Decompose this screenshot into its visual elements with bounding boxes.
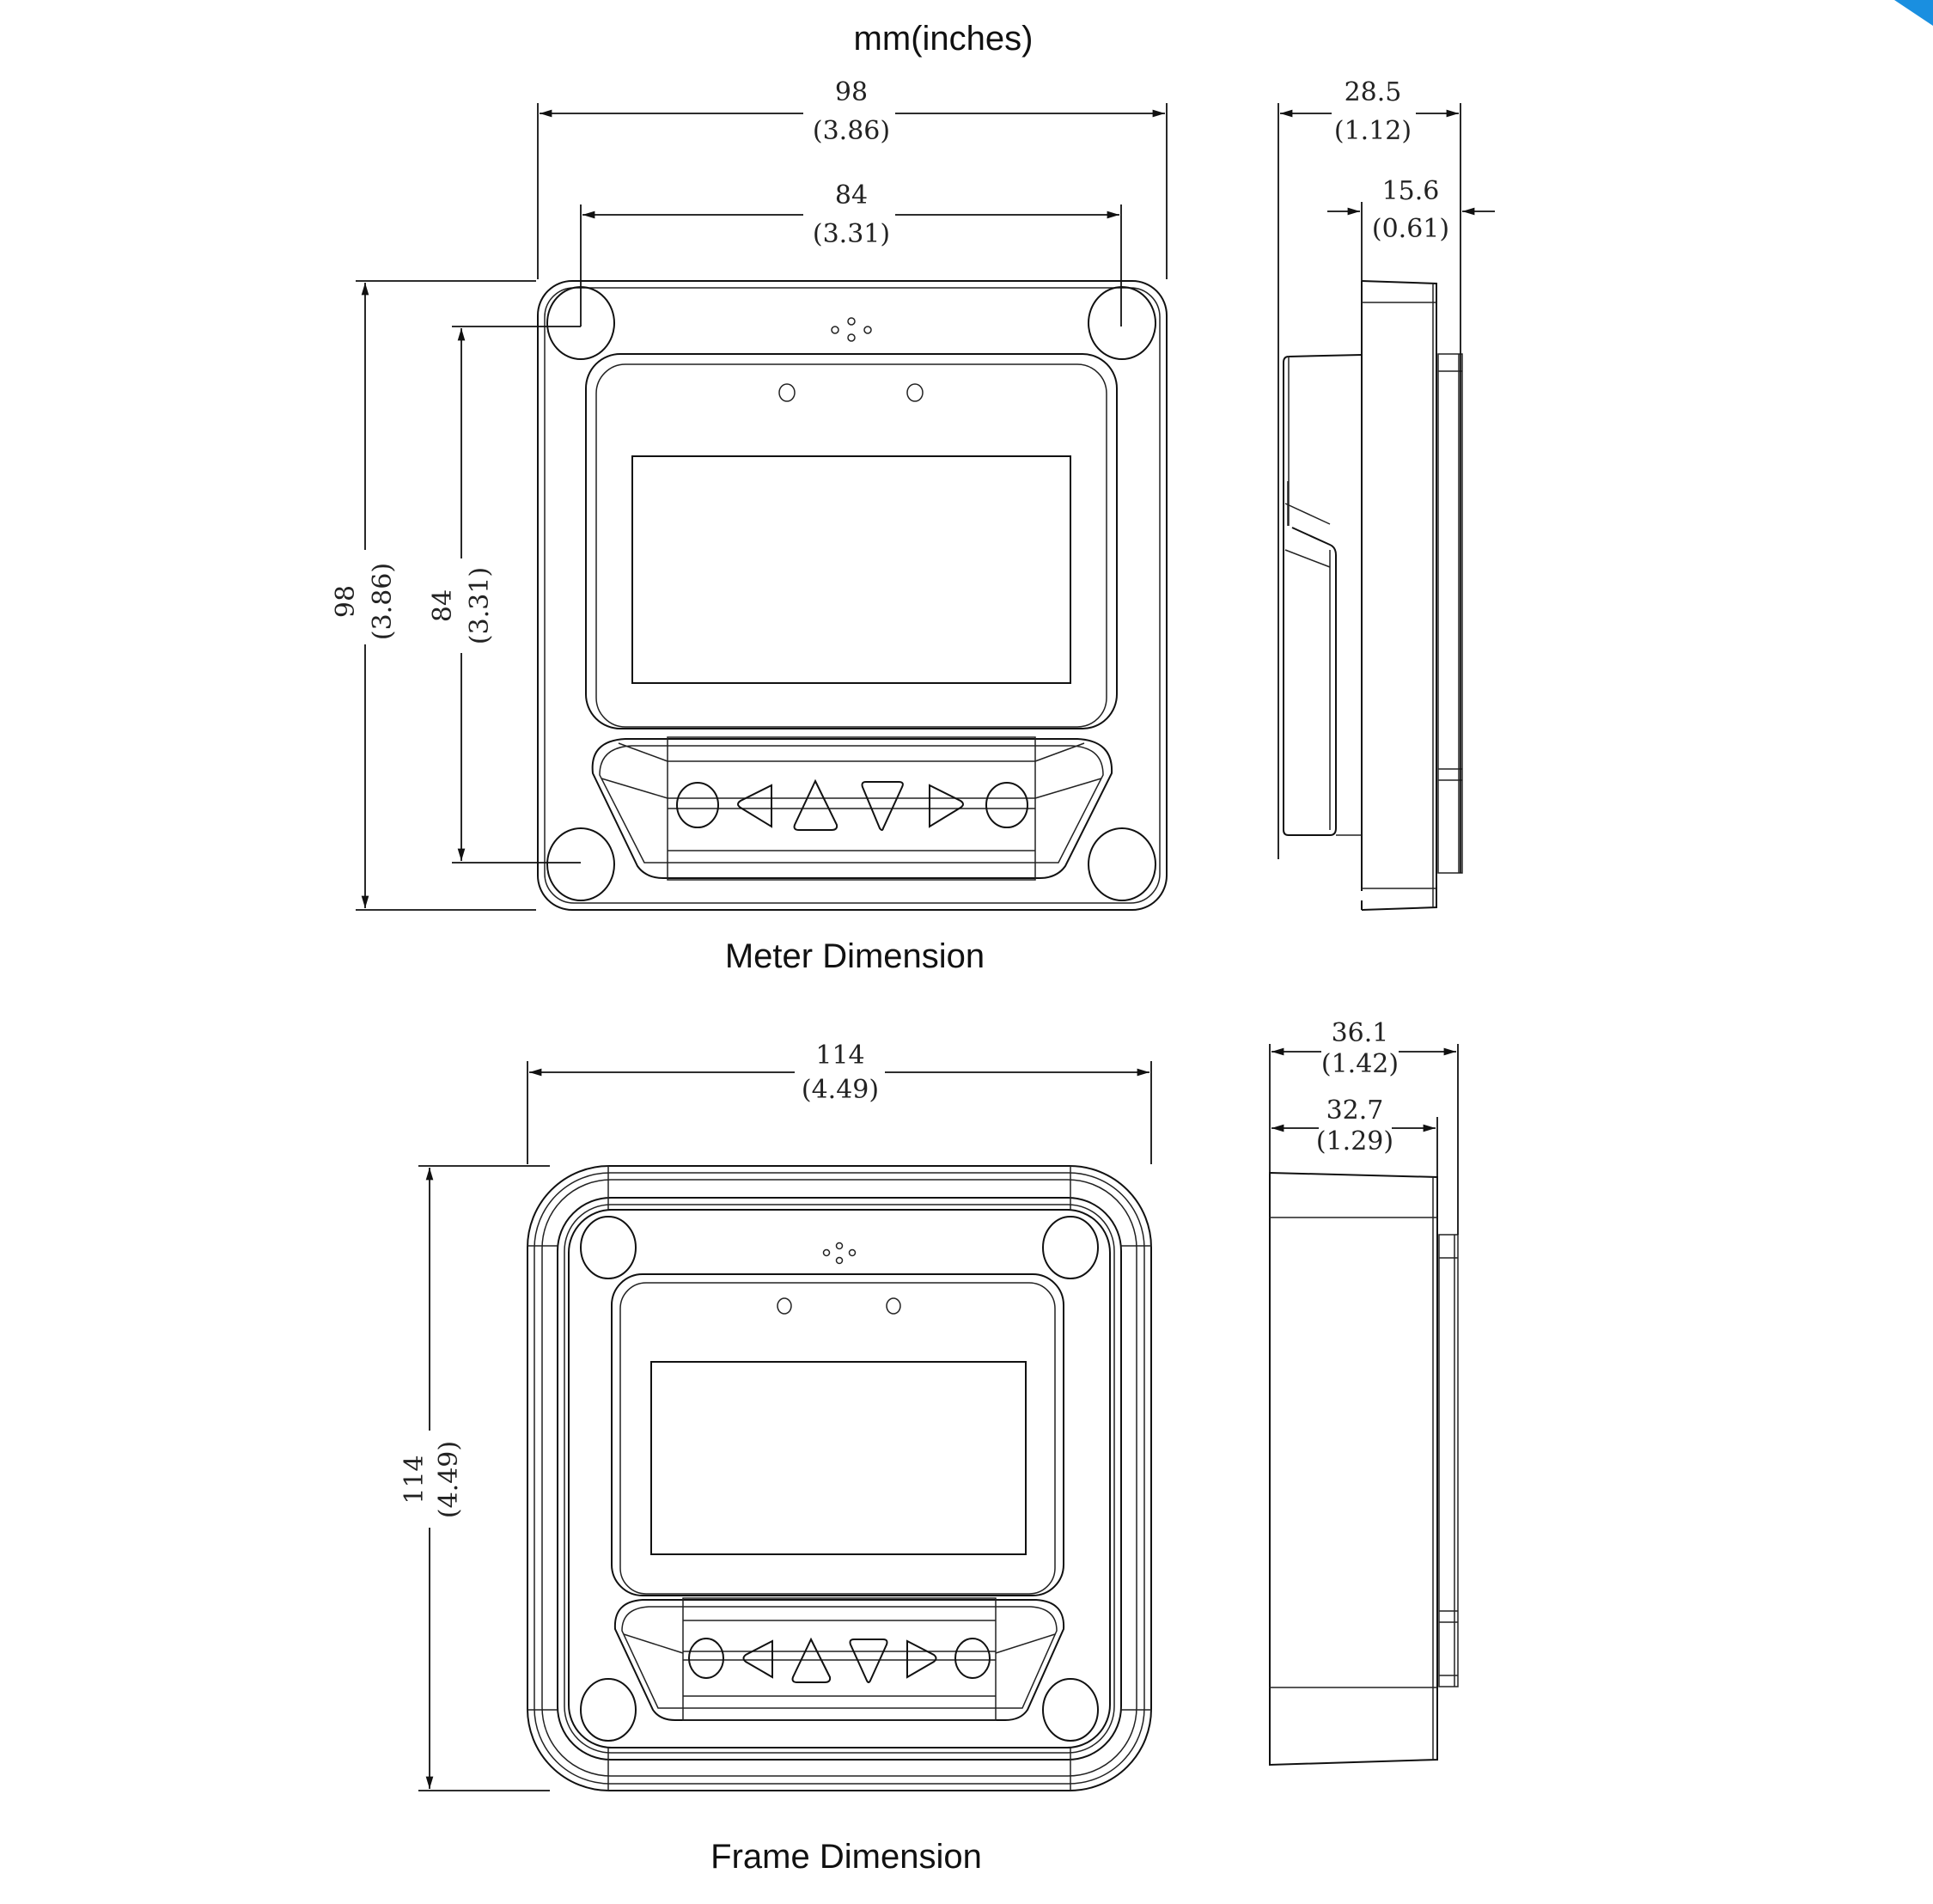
svg-text:(1.12): (1.12)	[1334, 116, 1412, 146]
svg-text:28.5: 28.5	[1345, 77, 1402, 107]
escape-button-icon	[688, 1638, 724, 1679]
down-arrow-button-icon	[849, 1639, 888, 1683]
frame-width-dimension: 114 (4.49)	[527, 1040, 1152, 1164]
svg-text:(1.42): (1.42)	[1321, 1049, 1399, 1079]
meter-rear-depth-dimension: 15.6 (0.61)	[1327, 176, 1495, 281]
led-indicator-icon	[906, 383, 924, 402]
mounting-hole-icon	[1042, 1216, 1099, 1279]
mounting-hole-icon	[1088, 827, 1156, 901]
meter-dimension-caption: Meter Dimension	[725, 937, 985, 975]
enter-button-icon	[985, 782, 1028, 828]
svg-text:114: 114	[815, 1040, 864, 1071]
right-arrow-button-icon	[929, 784, 964, 828]
up-arrow-button-icon	[791, 1637, 832, 1683]
frame-body-depth-dimension: 32.7 (1.29)	[1271, 1095, 1438, 1177]
meter-depth-dimension: 28.5 (1.12)	[1277, 77, 1461, 873]
meter-width-dimension: 98 (3.86)	[537, 77, 1168, 279]
svg-text:98: 98	[835, 77, 868, 107]
led-indicator-icon	[886, 1297, 901, 1315]
svg-text:(4.49): (4.49)	[802, 1075, 879, 1105]
svg-text:98: 98	[331, 585, 361, 618]
frame-dimension-caption: Frame Dimension	[710, 1838, 982, 1876]
right-arrow-button-icon	[906, 1639, 937, 1679]
svg-text:(4.49): (4.49)	[434, 1441, 464, 1518]
svg-text:32.7: 32.7	[1326, 1095, 1384, 1126]
led-indicator-icon	[778, 383, 796, 402]
enter-button-icon	[954, 1638, 991, 1679]
mounting-hole-icon	[546, 827, 615, 901]
mounting-hole-icon	[1088, 286, 1156, 360]
svg-text:(3.31): (3.31)	[465, 567, 495, 644]
lcd-screen	[650, 1361, 1027, 1555]
svg-text:15.6: 15.6	[1382, 176, 1440, 206]
frame-height-dimension: 114 (4.49)	[399, 1165, 550, 1791]
svg-text:36.1: 36.1	[1332, 1018, 1389, 1048]
left-arrow-button-icon	[742, 1639, 773, 1679]
svg-text:114: 114	[399, 1455, 430, 1504]
down-arrow-button-icon	[861, 781, 904, 831]
svg-text:84: 84	[835, 180, 868, 211]
lcd-screen	[631, 455, 1071, 684]
frame-total-depth-dimension: 36.1 (1.42)	[1269, 1018, 1459, 1235]
units-title: mm(inches)	[854, 20, 1034, 58]
svg-text:(1.29): (1.29)	[1316, 1126, 1393, 1156]
meter-hole-spacing-x-dimension: 84 (3.31)	[580, 180, 1122, 326]
svg-text:(3.31): (3.31)	[813, 219, 890, 249]
svg-text:84: 84	[428, 589, 458, 622]
meter-side-view	[1283, 280, 1463, 911]
left-arrow-button-icon	[737, 784, 772, 828]
frame-button-row	[688, 1637, 991, 1683]
frame-side-view	[1269, 1171, 1459, 1767]
frame-front-view	[527, 1165, 1152, 1791]
up-arrow-button-icon	[793, 778, 838, 831]
corner-accent	[1894, 0, 1933, 26]
speaker-icon	[822, 1242, 857, 1265]
mounting-hole-icon	[580, 1216, 637, 1279]
mounting-hole-icon	[580, 1678, 637, 1742]
meter-hole-spacing-y-dimension: 84 (3.31)	[428, 326, 581, 864]
svg-text:(3.86): (3.86)	[368, 563, 398, 640]
meter-height-dimension: 98 (3.86)	[331, 280, 536, 911]
led-indicator-icon	[777, 1297, 792, 1315]
escape-button-icon	[676, 782, 719, 828]
speaker-icon	[831, 317, 872, 342]
svg-text:(3.86): (3.86)	[813, 116, 890, 146]
meter-front-view	[537, 280, 1168, 911]
svg-text:(0.61): (0.61)	[1372, 214, 1449, 244]
mounting-hole-icon	[1042, 1678, 1099, 1742]
meter-button-row	[676, 778, 1028, 831]
